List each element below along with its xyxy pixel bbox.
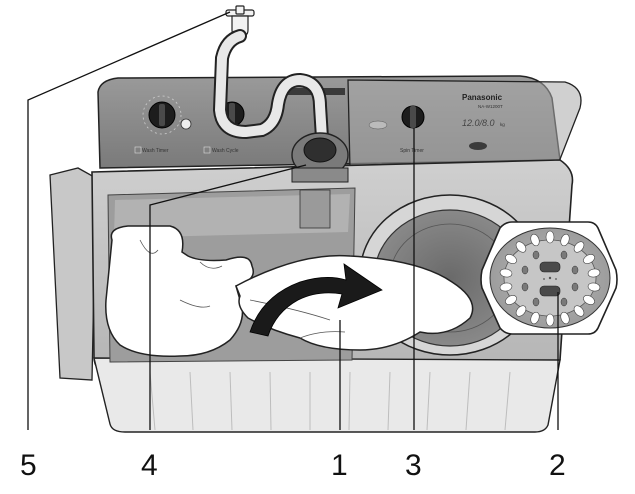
callout-leaders	[27, 11, 559, 430]
callout-2: 2	[549, 449, 566, 482]
callout-1: 1	[331, 449, 348, 482]
callout-4: 4	[141, 449, 158, 482]
capacity-label: 12.0/8.0	[462, 118, 495, 128]
model-label: NA-W1200T	[478, 104, 503, 109]
water-inlet-assembly	[212, 5, 349, 229]
callout-3: 3	[405, 449, 422, 482]
callout-numbers: 5 4 1 3 2	[20, 449, 566, 482]
capacity-unit: kg	[500, 122, 505, 127]
spin-timer-dial[interactable]	[401, 105, 425, 129]
leader-5	[27, 11, 231, 430]
wash-timer-dial[interactable]	[142, 95, 182, 135]
logo-badge	[469, 142, 487, 150]
rotation-arrow-icon	[249, 263, 383, 337]
wash-cycle-label: Wash Cycle	[212, 148, 239, 154]
leader-4	[149, 164, 307, 430]
brand-label: Panasonic	[462, 93, 503, 102]
spin-timer-label: Spin Timer	[400, 148, 424, 154]
small-knob[interactable]	[180, 118, 192, 130]
water-inlet-fitting	[291, 132, 349, 229]
lint-filter	[480, 221, 618, 335]
wash-timer-label: Wash Timer	[142, 148, 169, 154]
callout-5: 5	[20, 449, 37, 482]
